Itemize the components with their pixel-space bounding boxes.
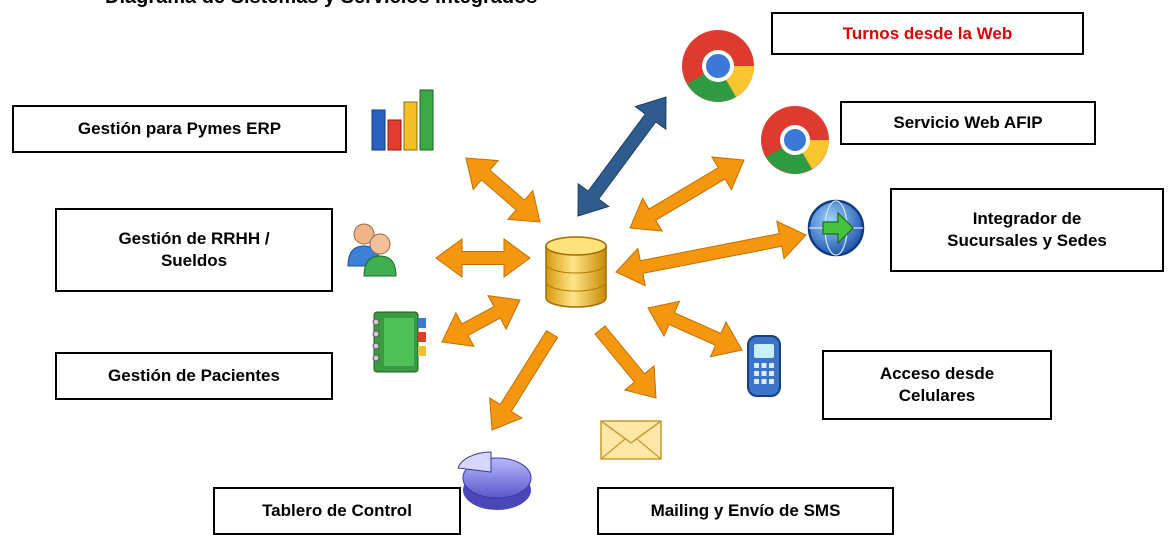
arrow-afip [629,156,745,232]
sucursales-label-line2: Sucursales y Sedes [947,231,1107,250]
turnos-web-box: Turnos desde la Web [771,12,1084,55]
globe-arrow-icon [807,199,865,257]
afip-label: Servicio Web AFIP [893,113,1043,132]
mobile-phone-icon [747,335,781,397]
arrow-turnos-web [577,96,667,217]
arrow-sucursales [615,220,807,287]
celulares-box: Acceso desde Celulares [822,350,1052,420]
pacientes-box: Gestión de Pacientes [55,352,333,400]
arrow-celulares [647,300,743,358]
arrow-tablero [489,329,559,431]
arrow-erp [465,157,541,223]
diagram-title: Diagrama de Sistemas y Servicios Integra… [105,0,537,9]
celulares-label-line2: Celulares [898,386,976,405]
bar-chart-icon [371,89,434,151]
chrome-icon [682,30,754,102]
pacientes-label: Gestión de Pacientes [108,366,280,385]
rrhh-label-line1: Gestión de RRHH / [118,229,270,248]
arrow-rrhh [435,238,531,278]
binder-icon [372,311,426,373]
celulares-label-line1: Acceso desde [879,364,995,383]
sucursales-box: Integrador de Sucursales y Sedes [890,188,1164,272]
rrhh-box: Gestión de RRHH / Sueldos [55,208,333,292]
envelope-icon [600,420,662,460]
arrows-group [435,96,807,431]
database-icon [545,236,607,308]
tablero-label: Tablero de Control [262,501,412,520]
turnos-web-label: Turnos desde la Web [842,23,1013,43]
chrome-icon [761,106,829,174]
arrow-mailing [594,325,657,399]
users-icon [347,223,397,277]
erp-box: Gestión para Pymes ERP [12,105,347,153]
mailing-label: Mailing y Envío de SMS [650,501,841,520]
arrow-pacientes [441,294,521,348]
sucursales-label-line1: Integrador de [972,209,1082,228]
erp-label: Gestión para Pymes ERP [77,119,282,138]
afip-box: Servicio Web AFIP [840,101,1096,145]
pie-chart-icon [457,451,532,510]
rrhh-label-line2: Sueldos [160,251,228,270]
